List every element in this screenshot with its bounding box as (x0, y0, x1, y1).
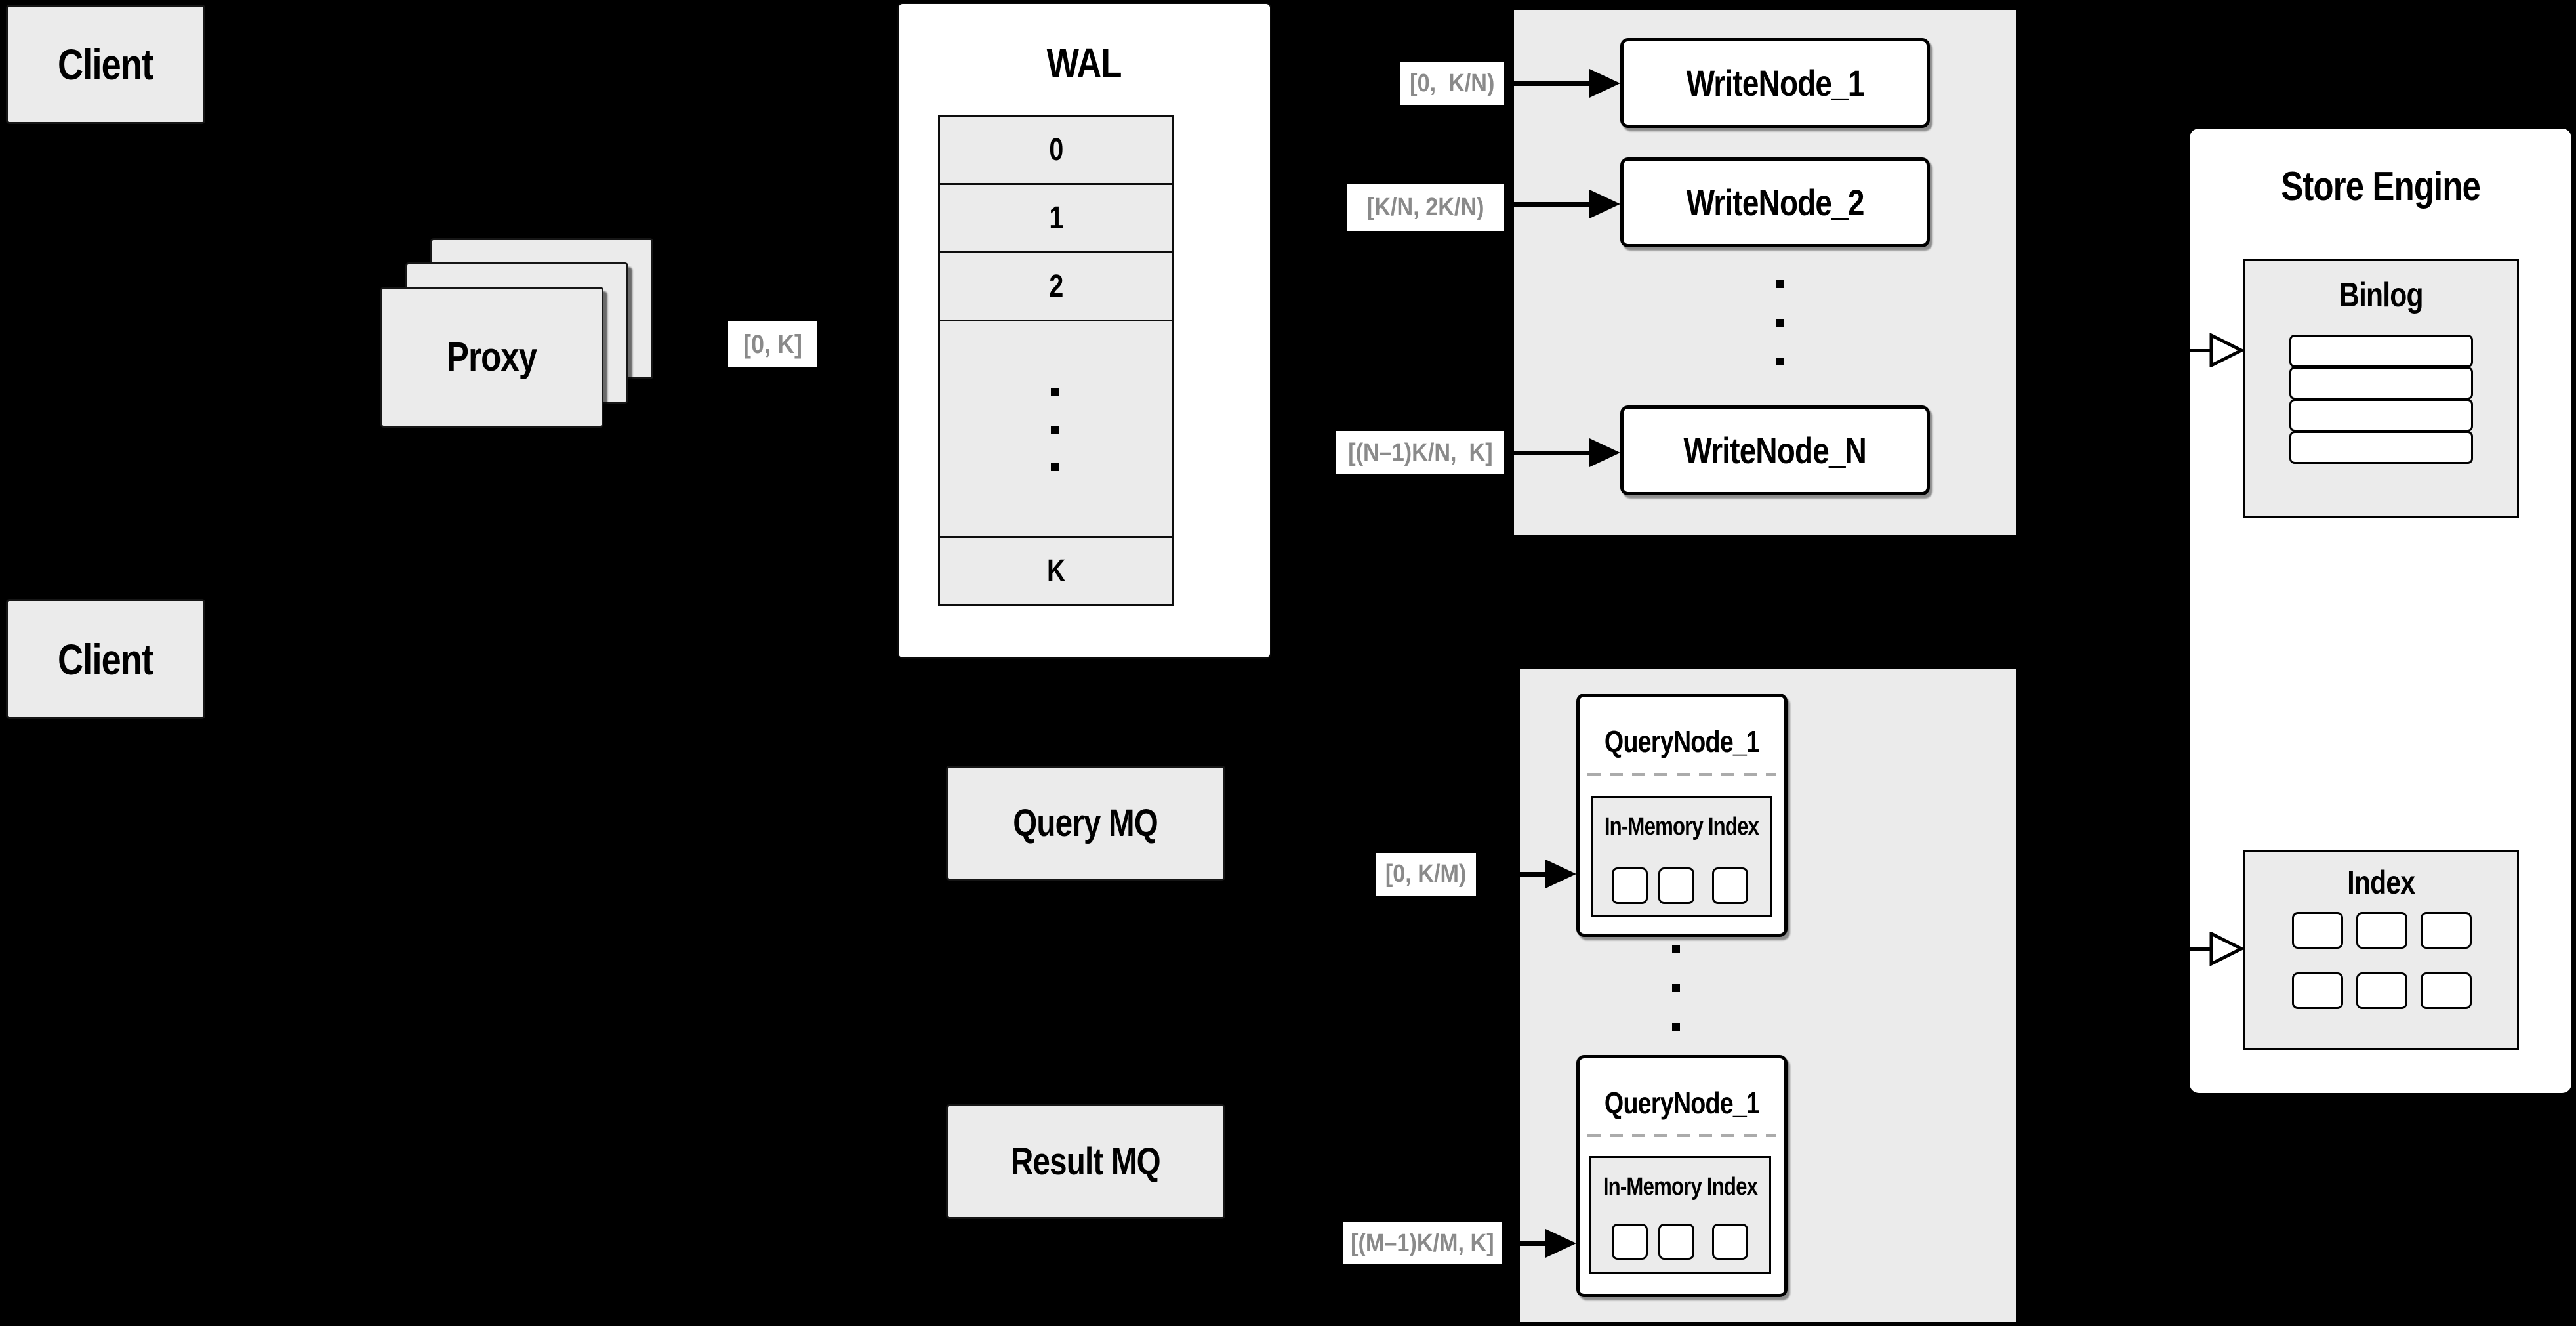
ellipsis-dot (1672, 945, 1680, 953)
query-node-2-inmemory-index-box: In-Memory Index (1589, 1156, 1771, 1274)
binlog-row (2289, 431, 2473, 464)
inmemory-index-title: In-Memory Index (1604, 812, 1759, 840)
dashed-divider (1587, 1134, 1776, 1137)
client-bottom-label: Client (58, 634, 153, 684)
index-cell (2421, 912, 2472, 949)
query-node-2-box: QueryNode_1 In-Memory Index (1576, 1055, 1788, 1297)
write-node-2-box: WriteNode_2 (1620, 157, 1930, 247)
arrowhead-write-n-icon (1589, 438, 1620, 467)
ellipsis-dot (1776, 319, 1784, 327)
wal-title: WAL (1046, 39, 1122, 87)
query-node-2-title: QueryNode_1 (1604, 1086, 1760, 1120)
binlog-box: Binlog (2243, 259, 2519, 518)
range-label-write-1: [0, K/N) (1400, 62, 1504, 105)
index-cell (2292, 972, 2343, 1009)
wal-row-2: 2 (938, 251, 1174, 321)
arrow-line-write-n (1505, 451, 1594, 455)
range-label-query-2: [(M–1)K/M, K] (1343, 1222, 1502, 1264)
inmemory-index-title: In-Memory Index (1603, 1172, 1758, 1201)
wal-row-0: 0 (938, 115, 1174, 185)
wal-row-k: K (938, 536, 1174, 606)
write-node-1-box: WriteNode_1 (1620, 38, 1930, 128)
store-engine-title: Store Engine (2281, 163, 2481, 209)
ellipsis-dot (1776, 358, 1784, 365)
arrowhead-query-1-icon (1545, 860, 1576, 888)
arrowhead-write-2-icon (1589, 190, 1620, 218)
proxy-box: Proxy (380, 287, 603, 428)
proxy-label: Proxy (447, 335, 537, 380)
index-segment-cell (1658, 867, 1694, 904)
dashed-divider (1587, 773, 1776, 776)
arrow-line-index (2168, 947, 2214, 951)
binlog-row (2289, 399, 2473, 432)
index-cell (2356, 972, 2407, 1009)
arrow-line-binlog (2168, 349, 2214, 352)
range-label-query-1: [0, K/M) (1376, 853, 1476, 896)
query-node-1-title: QueryNode_1 (1604, 724, 1760, 758)
hollow-arrowhead-index-icon (2209, 932, 2243, 966)
index-segment-cell (1712, 867, 1748, 904)
range-label-write-n: [(N–1)K/N, K] (1336, 431, 1504, 474)
arrow-line-query-1 (1477, 872, 1549, 877)
range-label-write-2: [K/N, 2K/N) (1347, 184, 1504, 231)
range-label-proxy-to-wal: [0, K] (728, 321, 817, 367)
index-cell (2421, 972, 2472, 1009)
index-segment-cell (1612, 1224, 1648, 1260)
hollow-arrowhead-binlog-icon (2209, 333, 2243, 367)
index-cell (2292, 912, 2343, 949)
arrow-line-write-1 (1505, 81, 1594, 86)
arrowhead-write-1-icon (1589, 69, 1620, 98)
ellipsis-dot (1672, 984, 1680, 992)
query-node-1-box: QueryNode_1 In-Memory Index (1576, 694, 1788, 937)
client-top-box: Client (6, 5, 205, 124)
wal-row-1: 1 (938, 183, 1174, 253)
result-mq-box: Result MQ (946, 1104, 1225, 1219)
query-node-1-inmemory-index-box: In-Memory Index (1591, 796, 1772, 917)
ellipsis-dot (1051, 388, 1059, 396)
binlog-row (2289, 367, 2473, 400)
ellipsis-dot (1051, 463, 1059, 471)
wal-row-ellipsis (938, 320, 1174, 538)
arrow-line-query-2 (1503, 1241, 1549, 1246)
ellipsis-dot (1051, 426, 1059, 434)
client-top-label: Client (58, 40, 153, 89)
write-node-n-box: WriteNode_N (1620, 405, 1930, 495)
arrow-line-write-2 (1505, 202, 1594, 207)
client-bottom-box: Client (6, 599, 205, 719)
index-box: Index (2243, 850, 2519, 1050)
binlog-row (2289, 335, 2473, 367)
ellipsis-dot (1776, 280, 1784, 288)
index-segment-cell (1612, 867, 1648, 904)
index-cell (2356, 912, 2407, 949)
index-title: Index (2347, 864, 2416, 901)
arrowhead-query-2-icon (1545, 1229, 1576, 1258)
binlog-title: Binlog (2339, 276, 2424, 314)
index-segment-cell (1658, 1224, 1694, 1260)
ellipsis-dot (1672, 1023, 1680, 1031)
index-segment-cell (1712, 1224, 1748, 1260)
query-mq-box: Query MQ (946, 766, 1225, 881)
